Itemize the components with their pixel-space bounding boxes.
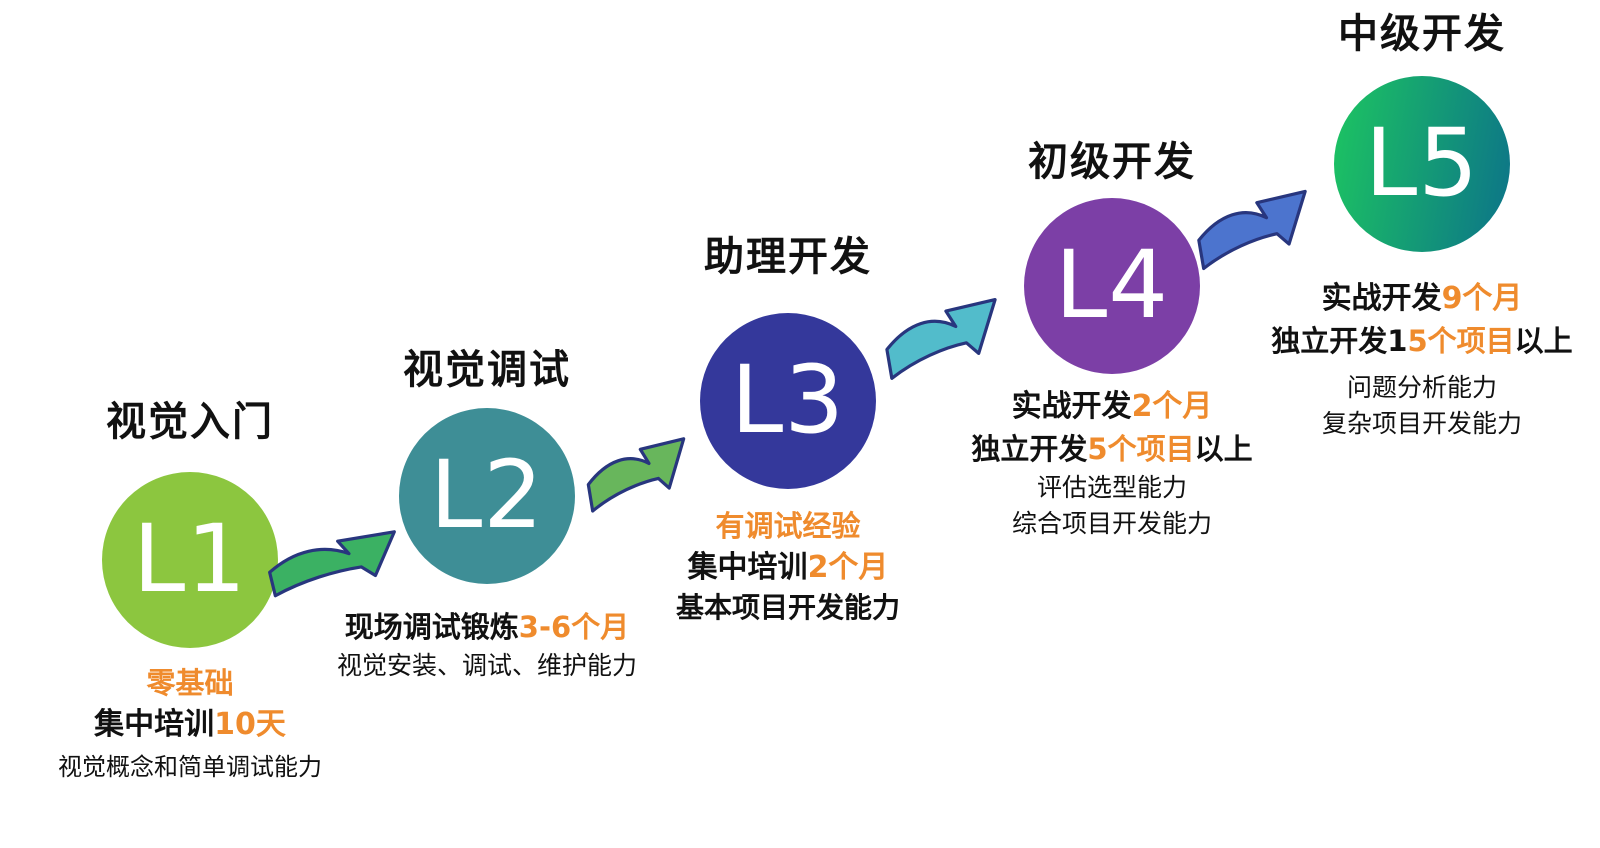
level-5-line2-suffix: 以上 bbox=[1514, 324, 1573, 358]
level-5-line2-orange: 5个项目 bbox=[1407, 324, 1515, 358]
level-1-section: 视觉入门 L1 零基础 集中培训10天 视觉概念和简单调试能力 bbox=[38, 398, 342, 784]
arrow-l4-to-l5-icon bbox=[1194, 182, 1310, 276]
level-5-title: 中级开发 bbox=[1338, 11, 1506, 57]
level-4-line2-suffix: 以上 bbox=[1194, 432, 1253, 466]
level-2-line-2: 视觉安装、调试、维护能力 bbox=[336, 651, 637, 680]
level-5-line-4: 复杂项目开发能力 bbox=[1321, 409, 1522, 438]
level-4-line-4: 综合项目开发能力 bbox=[1011, 509, 1212, 538]
level-1-line2-black: 集中培训 bbox=[94, 707, 215, 742]
level-4-line-2: 独立开发5个项目以上 bbox=[955, 428, 1269, 470]
level-2-badge: L2 bbox=[429, 441, 545, 550]
level-1-badge: L1 bbox=[132, 505, 248, 614]
level-4-line2-black: 独立开发 bbox=[971, 432, 1088, 466]
level-3-line-2: 集中培训2个月 bbox=[636, 547, 940, 589]
level-1-line-1: 零基础 bbox=[38, 662, 342, 704]
level-3-line2-black: 集中培训 bbox=[687, 550, 808, 585]
level-3-line1-orange: 有调试经验 bbox=[715, 509, 861, 543]
level-3-line-3: 基本项目开发能力 bbox=[675, 591, 900, 624]
level-1-line-2: 集中培训10天 bbox=[38, 704, 342, 746]
level-2-line1-black: 现场调试锻炼 bbox=[344, 610, 519, 644]
level-3-section: 助理开发 L3 有调试经验 集中培训2个月 基本项目开发能力 bbox=[636, 233, 940, 627]
arrow-l3-to-l4-icon bbox=[882, 290, 1000, 386]
arrow-l1-to-l2-icon bbox=[264, 524, 400, 602]
level-1-circle: L1 bbox=[102, 472, 278, 648]
level-3-line2-orange: 2个月 bbox=[807, 550, 889, 585]
level-4-section: 初级开发 L4 实战开发2个月 独立开发5个项目以上 评估选型能力 综合项目开发… bbox=[955, 138, 1269, 542]
level-4-line1-orange: 2个月 bbox=[1131, 389, 1213, 424]
level-4-line1-black: 实战开发 bbox=[1011, 389, 1132, 424]
level-3-circle: L3 bbox=[700, 313, 876, 489]
level-1-line1-orange: 零基础 bbox=[146, 666, 234, 700]
level-5-line-2: 独立开发15个项目以上 bbox=[1252, 320, 1592, 362]
level-3-line-1: 有调试经验 bbox=[636, 505, 940, 547]
level-5-line1-orange: 9个月 bbox=[1441, 281, 1523, 316]
level-4-line-3: 评估选型能力 bbox=[1036, 473, 1187, 502]
level-4-badge: L4 bbox=[1054, 231, 1170, 340]
level-2-circle: L2 bbox=[399, 408, 575, 584]
level-5-line2-black: 独立开发1 bbox=[1271, 324, 1408, 358]
level-1-line-3: 视觉概念和简单调试能力 bbox=[58, 753, 322, 781]
level-5-line-1: 实战开发9个月 bbox=[1252, 278, 1592, 320]
level-2-section: 视觉调试 L2 现场调试锻炼3-6个月 视觉安装、调试、维护能力 bbox=[335, 346, 639, 684]
level-3-badge: L3 bbox=[730, 346, 846, 455]
level-4-line2-orange: 5个项目 bbox=[1087, 432, 1195, 466]
level-4-title: 初级开发 bbox=[1028, 139, 1196, 185]
level-5-badge: L5 bbox=[1364, 109, 1480, 218]
level-4-line-1: 实战开发2个月 bbox=[955, 386, 1269, 428]
level-5-circle: L5 bbox=[1334, 76, 1510, 252]
level-4-circle: L4 bbox=[1024, 198, 1200, 374]
level-3-title: 助理开发 bbox=[704, 234, 872, 280]
level-5-line1-black: 实战开发 bbox=[1321, 281, 1442, 316]
level-5-line-3: 问题分析能力 bbox=[1346, 373, 1497, 402]
level-1-line2-orange: 10天 bbox=[214, 707, 286, 742]
level-2-line1-orange: 3-6个月 bbox=[518, 610, 630, 644]
arrow-l2-to-l3-icon bbox=[584, 430, 688, 518]
level-1-title: 视觉入门 bbox=[106, 399, 274, 445]
level-5-section: 中级开发 L5 实战开发9个月 独立开发15个项目以上 问题分析能力 复杂项目开… bbox=[1252, 10, 1592, 442]
level-2-title: 视觉调试 bbox=[403, 347, 571, 393]
level-2-line-1: 现场调试锻炼3-6个月 bbox=[335, 606, 639, 648]
